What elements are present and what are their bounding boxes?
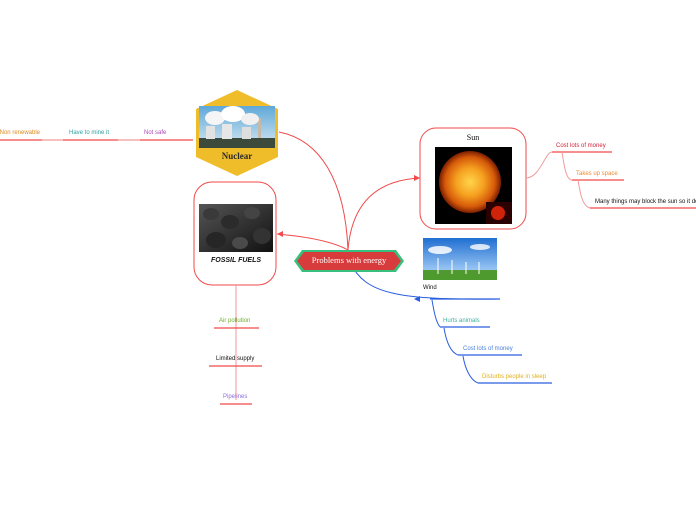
fossil-title[interactable]: FOSSIL FUELS xyxy=(210,257,262,264)
nuclear-child-mine[interactable]: Have to mine it xyxy=(69,130,110,136)
wind-title[interactable]: Wind xyxy=(423,285,437,291)
arrow-fossil xyxy=(277,231,283,237)
wind-branch-lines xyxy=(430,298,552,384)
sun-child-cost[interactable]: Cost lots of money xyxy=(556,143,606,149)
wind-child-disturbs[interactable]: Disturbs people in sleep xyxy=(482,374,547,380)
sun-node[interactable] xyxy=(419,127,527,230)
wind-child-cost[interactable]: Cost lots of money xyxy=(463,346,513,352)
fossil-child-air-pollution[interactable]: Air pollution xyxy=(219,318,251,324)
sun-branch-lines xyxy=(525,151,696,209)
wind-node[interactable] xyxy=(423,238,497,280)
sun-child-space[interactable]: Takes up space xyxy=(576,171,618,177)
connector-fossil xyxy=(276,233,349,251)
central-topic[interactable]: Problems with energy xyxy=(311,255,387,265)
nuclear-child-not-safe[interactable]: Not safe xyxy=(144,130,167,136)
connector-sun xyxy=(347,177,421,251)
fossil-branch-lines xyxy=(209,285,262,405)
nuclear-title[interactable]: Nuclear xyxy=(221,151,253,161)
arrow-sun xyxy=(414,175,420,181)
arrow-wind xyxy=(414,296,420,302)
connector-nuclear xyxy=(278,131,349,251)
fossil-child-limited-supply[interactable]: Limited supply xyxy=(216,356,255,362)
fossil-child-pipelines[interactable]: Pipelines xyxy=(223,394,248,400)
sun-child-block[interactable]: Many things may block the sun so it does… xyxy=(595,199,696,205)
nuclear-node[interactable] xyxy=(196,90,278,176)
wind-child-hurts-animals[interactable]: Hurts animals xyxy=(443,318,480,324)
sun-title[interactable]: Sun xyxy=(466,133,480,142)
central-node[interactable] xyxy=(294,250,404,272)
fossil-node[interactable] xyxy=(193,181,277,286)
nuclear-child-non-renewable[interactable]: Non renewable xyxy=(0,130,40,136)
